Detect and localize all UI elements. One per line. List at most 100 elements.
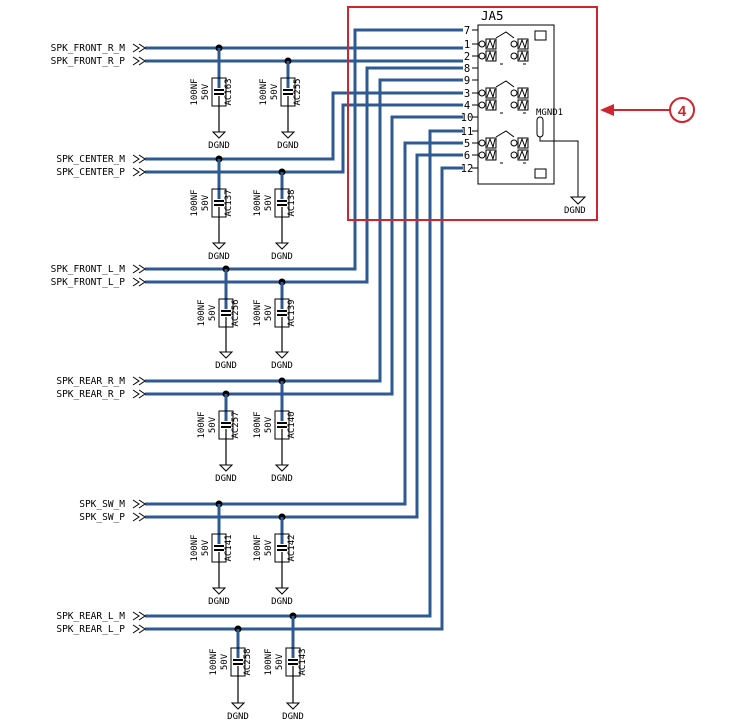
capacitor-voltage: 50V [208, 416, 218, 433]
capacitor-ref: AC142 [287, 534, 297, 561]
pin-number: 6 [464, 150, 470, 162]
pin-number: 10 [461, 112, 474, 124]
ground-label: DGND [282, 712, 304, 722]
jack-switch-mark [518, 149, 528, 161]
capacitor-value: 100NF [190, 534, 200, 561]
wire-net_p [145, 66, 463, 284]
highlight-box [347, 6, 598, 221]
ground-symbol [280, 131, 296, 139]
net-arrow [132, 264, 146, 274]
capacitor-value: 100NF [209, 648, 219, 675]
capacitor-value: 100NF [190, 189, 200, 216]
jack-spring [495, 80, 515, 88]
capacitor-value: 100NF [264, 648, 274, 675]
ground-label: DGND [215, 361, 237, 371]
ground-label: DGND [271, 252, 293, 262]
pin-number: 12 [461, 163, 474, 175]
jack-switch [485, 38, 497, 50]
jack-switch [517, 137, 529, 149]
ground-symbol [274, 464, 290, 472]
net-arrow [132, 56, 146, 66]
capacitor-voltage: 50V [220, 653, 230, 670]
ground-symbol [211, 131, 227, 139]
capacitor-voltage: 50V [201, 194, 211, 211]
ground-label: DGND [271, 361, 293, 371]
capacitor-value: 100NF [197, 411, 207, 438]
pin-number: 9 [464, 75, 470, 87]
net-label-net_p: SPK_FRONT_L_P [51, 277, 126, 288]
capacitor-ref: AC257 [231, 411, 241, 438]
jack-contact [478, 151, 486, 159]
jack-switch-mark [518, 137, 528, 149]
wire-net_m [145, 91, 463, 161]
jack-switch [485, 99, 497, 111]
capacitor-value: 100NF [197, 299, 207, 326]
net-label-net_p: SPK_CENTER_P [56, 167, 125, 178]
jack-switch-mark [486, 99, 496, 111]
callout-number: 4 [678, 103, 687, 120]
jack-switch-mark [518, 50, 528, 62]
net-arrow [132, 389, 146, 399]
jack-contact [510, 139, 518, 147]
ground-symbol [211, 587, 227, 595]
wire-net_m [145, 141, 463, 506]
capacitor-voltage: 50V [264, 416, 274, 433]
jack-contact [510, 52, 518, 60]
pin-number: 5 [464, 138, 470, 150]
ground-label: DGND [215, 474, 237, 484]
pin-number: 1 [464, 39, 470, 51]
capacitor-value: 100NF [253, 299, 263, 326]
jack-switch-mark [486, 50, 496, 62]
jack-switch-mark [486, 38, 496, 50]
capacitor-voltage: 50V [201, 539, 211, 556]
mount-hole [536, 116, 544, 138]
capacitor-value: 100NF [190, 78, 200, 105]
capacitor-voltage: 50V [270, 83, 280, 100]
callout-arrow [600, 104, 670, 116]
jack-switch [517, 87, 529, 99]
pin-number: 7 [464, 25, 470, 37]
ground-symbol [285, 702, 301, 710]
capacitor-value: 100NF [253, 534, 263, 561]
jack-spring [495, 130, 515, 138]
capacitor-ref: AC141 [224, 534, 234, 561]
net-label-net_m: SPK_REAR_R_M [56, 376, 125, 387]
capacitor-ref: AC137 [224, 189, 234, 216]
net-label-net_m: SPK_FRONT_L_M [51, 264, 126, 275]
net-arrow [132, 154, 146, 164]
net-labels: SPK_FRONT_R_MSPK_FRONT_R_PSPK_CENTER_MSP… [51, 43, 146, 635]
pin-number: 3 [464, 88, 470, 100]
wire-net_m [145, 78, 463, 383]
ground-symbol [274, 242, 290, 250]
capacitor-ref: AC256 [231, 299, 241, 326]
net-label-net_p: SPK_FRONT_R_P [51, 56, 126, 67]
net-arrow [132, 277, 146, 287]
mount-label: MGND1 [536, 108, 563, 118]
jack-switch [517, 38, 529, 50]
jack-switch-mark [486, 137, 496, 149]
jack-contact [510, 89, 518, 97]
jack-contact [478, 89, 486, 97]
connector-jack-symbols [478, 31, 529, 164]
wire-net_p [145, 103, 463, 174]
jack-contact [510, 40, 518, 48]
wire-net_p [145, 115, 463, 396]
jack-switch-mark [518, 38, 528, 50]
ground-label: DGND [208, 141, 230, 151]
ground-symbol [211, 242, 227, 250]
jack-switch [517, 50, 529, 62]
jack-switch-mark [486, 149, 496, 161]
jack-contact [478, 40, 486, 48]
pin-number: 8 [464, 63, 470, 75]
net-label-net_m: SPK_CENTER_M [56, 154, 125, 165]
capacitor-voltage: 50V [264, 194, 274, 211]
connector-tab-top [534, 30, 547, 41]
net-label-net_m: SPK_SW_M [79, 499, 125, 510]
jack-switch [517, 99, 529, 111]
jack-switch [485, 149, 497, 161]
wire-net_m [145, 129, 463, 618]
capacitor-voltage: 50V [264, 539, 274, 556]
capacitor-value: 100NF [259, 78, 269, 105]
